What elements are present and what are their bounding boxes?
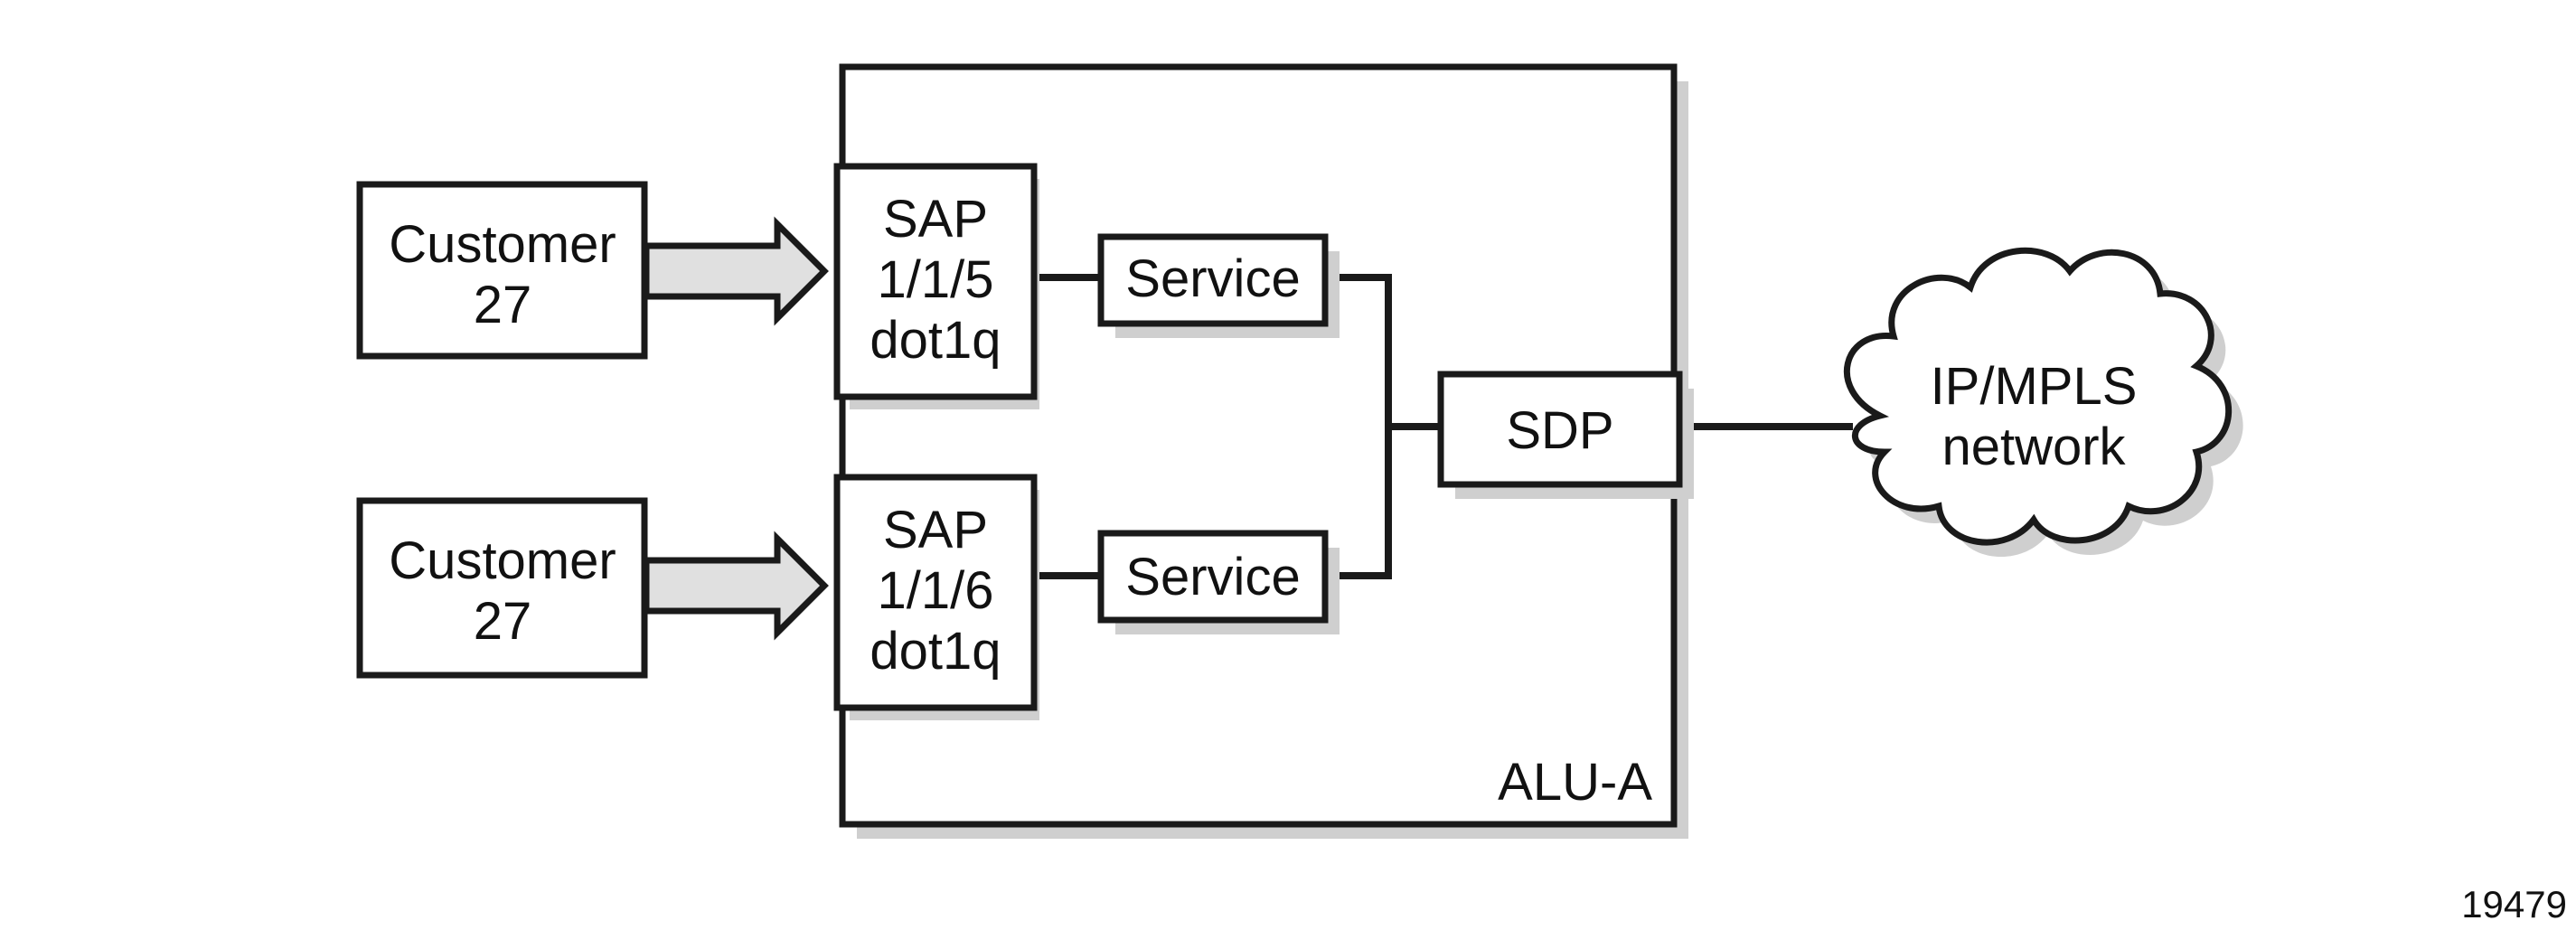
sap-top-line1: SAP (883, 190, 988, 249)
sap-box-bottom: SAP 1/1/6 dot1q (833, 474, 1039, 720)
sap-bottom-line2: 1/1/6 (878, 561, 994, 620)
service-box-bottom: Service (1097, 530, 1340, 634)
arrow-customer-top-to-sap (643, 216, 829, 326)
arrow-customer-bottom-to-sap (643, 531, 829, 641)
customer-box-top: Customer 27 (356, 181, 648, 360)
figure-id: 19479 (2461, 883, 2567, 925)
customer-box-bottom: Customer 27 (356, 497, 648, 679)
sdp-box: SDP (1437, 371, 1694, 499)
cloud-icon: IP/MPLS network (1843, 247, 2243, 558)
service-box-top: Service (1097, 233, 1340, 338)
cloud-line2: network (1941, 418, 2126, 476)
service-bottom-label: Service (1125, 548, 1300, 606)
sap-box-top: SAP 1/1/5 dot1q (833, 163, 1039, 409)
router-label: ALU-A (1498, 753, 1652, 812)
service-top-label: Service (1125, 249, 1300, 308)
customer-top-line2: 27 (474, 276, 532, 334)
connection-lines (1033, 274, 1853, 579)
customer-bottom-line1: Customer (389, 531, 616, 590)
customer-top-line1: Customer (389, 215, 616, 274)
sdp-label: SDP (1506, 401, 1613, 460)
sap-top-line3: dot1q (870, 311, 1001, 370)
sap-bottom-line3: dot1q (870, 622, 1001, 681)
customer-bottom-line2: 27 (474, 592, 532, 651)
cloud-line1: IP/MPLS (1931, 357, 2138, 416)
sap-top-line2: 1/1/5 (878, 250, 994, 309)
sap-bottom-line1: SAP (883, 501, 988, 559)
